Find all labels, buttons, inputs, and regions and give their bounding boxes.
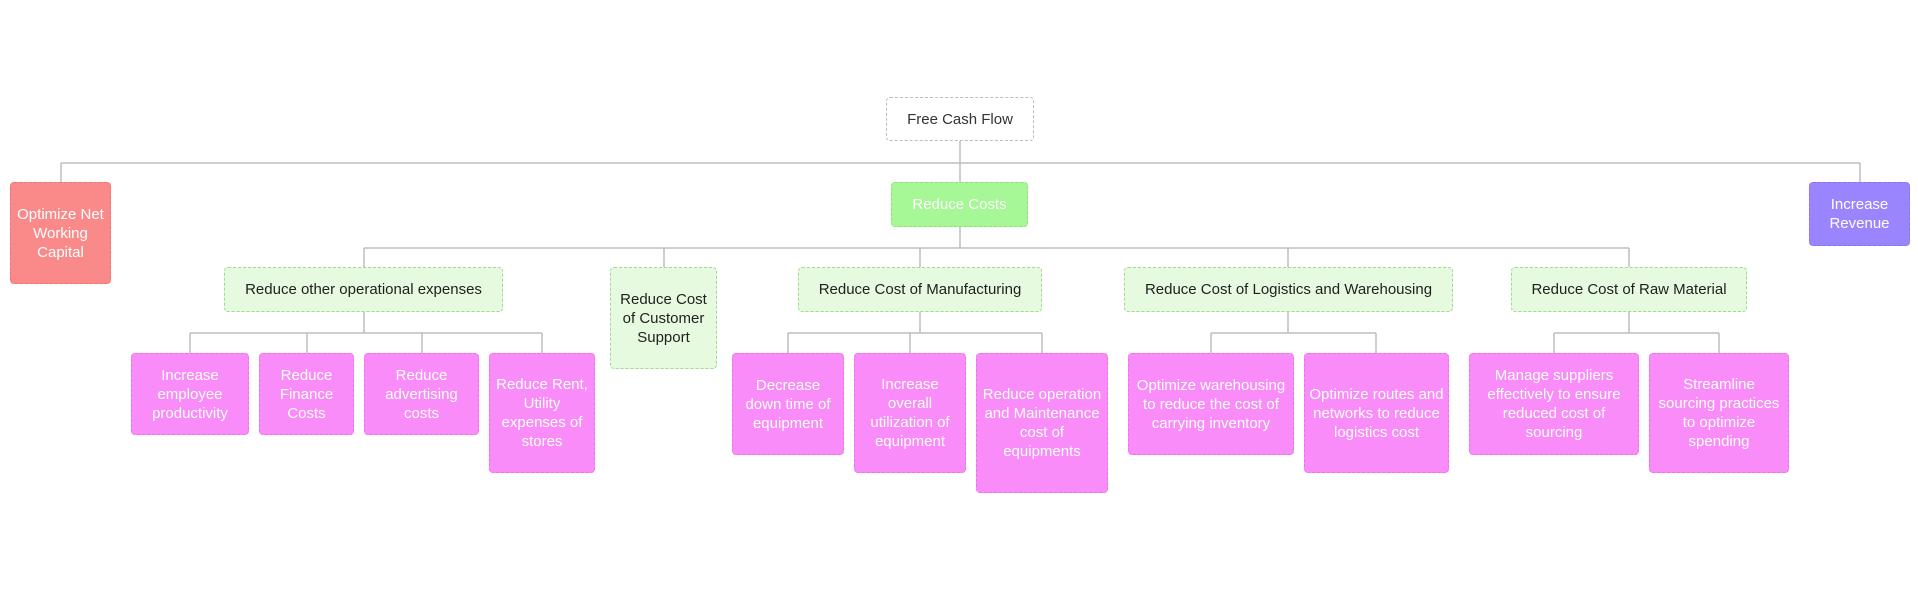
node-label: Reduce operation and Maintenance cost of… [982,386,1102,460]
node-optimize-net-working-capital[interactable]: Optimize Net Working Capital [10,182,111,284]
leaf-reduce-rent-utility-expenses[interactable]: Reduce Rent, Utility expenses of stores [489,353,595,473]
leaf-optimize-routes-networks[interactable]: Optimize routes and networks to reduce l… [1304,353,1449,473]
node-reduce-costs[interactable]: Reduce Costs [891,182,1028,227]
leaf-manage-suppliers[interactable]: Manage suppliers effectively to ensure r… [1469,353,1639,455]
node-reduce-cost-of-manufacturing[interactable]: Reduce Cost of Manufacturing [798,267,1042,312]
leaf-decrease-down-time[interactable]: Decrease down time of equipment [732,353,844,455]
node-label: Reduce Cost of Customer Support [620,290,707,346]
node-reduce-cost-of-logistics[interactable]: Reduce Cost of Logistics and Warehousing [1124,267,1453,312]
node-increase-revenue[interactable]: Increase Revenue [1809,182,1910,246]
node-label: Reduce Finance Costs [279,366,334,422]
node-label: Reduce Rent, Utility expenses of stores [496,376,588,450]
leaf-reduce-finance-costs[interactable]: Reduce Finance Costs [259,353,354,435]
node-label: Optimize routes and networks to reduce l… [1309,385,1444,441]
leaf-streamline-sourcing[interactable]: Streamline sourcing practices to optimiz… [1649,353,1789,473]
node-label: Reduce other operational expenses [245,281,482,298]
node-label: Optimize Net Working Capital [17,205,104,261]
leaf-reduce-operation-maintenance[interactable]: Reduce operation and Maintenance cost of… [976,353,1108,493]
node-label: Streamline sourcing practices to optimiz… [1658,376,1780,450]
node-label: Manage suppliers effectively to ensure r… [1487,367,1621,441]
node-label: Free Cash Flow [907,110,1013,128]
node-label: Reduce Cost of Raw Material [1531,281,1727,298]
node-reduce-other-operational-expenses[interactable]: Reduce other operational expenses [224,267,503,312]
node-label: Reduce advertising costs [385,366,458,422]
leaf-increase-overall-utilization[interactable]: Increase overall utilization of equipmen… [854,353,966,473]
node-label: Decrease down time of equipment [745,376,831,432]
node-label: Optimize warehousing to reduce the cost … [1136,376,1286,432]
leaf-optimize-warehousing[interactable]: Optimize warehousing to reduce the cost … [1128,353,1294,455]
leaf-reduce-advertising-costs[interactable]: Reduce advertising costs [364,353,479,435]
node-reduce-cost-of-customer-support[interactable]: Reduce Cost of Customer Support [610,267,717,369]
node-label: Increase Revenue [1829,196,1890,232]
node-reduce-cost-of-raw-material[interactable]: Reduce Cost of Raw Material [1511,267,1747,312]
node-label: Increase overall utilization of equipmen… [870,376,950,450]
leaf-increase-employee-productivity[interactable]: Increase employee productivity [131,353,249,435]
node-label: Reduce Costs [912,196,1007,213]
node-label: Reduce Cost of Logistics and Warehousing [1144,281,1433,298]
node-free-cash-flow[interactable]: Free Cash Flow [886,97,1034,141]
node-label: Increase employee productivity [152,366,228,422]
node-label: Reduce Cost of Manufacturing [818,281,1022,298]
